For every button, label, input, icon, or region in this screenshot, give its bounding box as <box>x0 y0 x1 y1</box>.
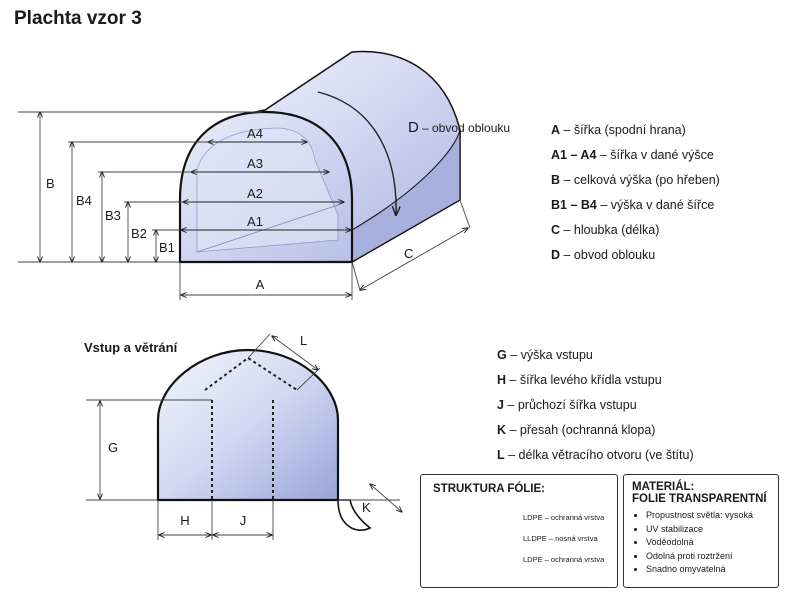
legend-row: J – průchozí šířka vstupu <box>497 393 694 418</box>
foil-structure-box: STRUKTURA FÓLIE: LDPE – ochranná vrstva … <box>420 474 618 588</box>
material-feature: UV stabilizace <box>646 523 778 537</box>
legend-key: J <box>497 398 504 412</box>
legend-text: – výška vstupu <box>506 348 593 362</box>
legend-key: B1 – B4 <box>551 198 597 212</box>
legend-key: B <box>551 173 561 187</box>
legend-text: – výška v dané šířce <box>596 198 715 212</box>
material-feature: Voděodolná <box>646 536 778 550</box>
label-k: K <box>362 500 371 515</box>
section-title-entrance: Vstup a větrání <box>84 340 178 355</box>
legend-row: G – výška vstupu <box>497 343 694 368</box>
material-title: MATERIÁL: <box>632 481 695 493</box>
legend-key: G <box>497 348 507 362</box>
material-features: Propustnost světla: vysoká UV stabilizac… <box>632 509 778 577</box>
label-b2: B2 <box>131 226 147 241</box>
material-feature: Odolná proti roztržení <box>646 550 778 564</box>
legend-row: C – hloubka (délka) <box>551 218 720 243</box>
material-feature: Propustnost světla: vysoká <box>646 509 778 523</box>
legend-text: – délka větracího otvoru (ve štítu) <box>504 448 694 462</box>
legend-row: B1 – B4 – výška v dané šířce <box>551 193 720 218</box>
material-subtitle: FOLIE TRANSPARENTNÍ <box>632 493 767 505</box>
material-feature: Snadno omyvatelná <box>646 563 778 577</box>
label-d: D <box>408 119 419 136</box>
label-a: A <box>256 277 265 292</box>
tunnel-inner-back <box>196 127 339 253</box>
legend-text: – celková výška (po hřeben) <box>560 173 720 187</box>
label-c: C <box>404 246 413 261</box>
legend-text: – šířka levého křídla vstupu <box>506 373 662 387</box>
legend-key: H <box>497 373 507 387</box>
label-a4: A4 <box>247 126 263 141</box>
legend-key: A <box>551 123 561 137</box>
legend-text: – průchozí šířka vstupu <box>503 398 637 412</box>
label-d-text: – obvod oblouku <box>422 121 510 135</box>
legend-key: D <box>551 248 561 262</box>
material-box: MATERIÁL: FOLIE TRANSPARENTNÍ Propustnos… <box>623 474 779 588</box>
label-a3: A3 <box>247 156 263 171</box>
vent-outline <box>204 356 298 391</box>
legend-row: A1 – A4 – šířka v dané výšce <box>551 143 720 168</box>
protective-flap <box>337 499 372 531</box>
arc-arrow-d <box>317 91 396 215</box>
label-b1: B1 <box>159 240 175 255</box>
label-b4: B4 <box>76 193 92 208</box>
legend-key: L <box>497 448 505 462</box>
width-lines <box>181 142 351 230</box>
legend-row: A – šířka (spodní hrana) <box>551 118 720 143</box>
legend-text: – hloubka (délka) <box>560 223 660 237</box>
layer-label-inner: LDPE – ochranná vrstva <box>523 555 605 564</box>
legend-key: C <box>551 223 561 237</box>
legend-key: A1 – A4 <box>551 148 597 162</box>
legend-top: A – šířka (spodní hrana) A1 – A4 – šířka… <box>551 118 720 268</box>
legend-text: – přesah (ochranná klopa) <box>506 423 656 437</box>
label-j: J <box>240 513 247 528</box>
label-a1: A1 <box>247 214 263 229</box>
legend-text: – šířka (spodní hrana) <box>560 123 686 137</box>
layer-label-core: LLDPE – nosná vrstva <box>523 534 598 543</box>
legend-row: D – obvod oblouku <box>551 243 720 268</box>
page-title: Plachta vzor 3 <box>14 8 142 29</box>
legend-text: – obvod oblouku <box>560 248 656 262</box>
legend-row: L – délka větracího otvoru (ve štítu) <box>497 443 694 468</box>
legend-text: – šířka v dané výšce <box>596 148 714 162</box>
legend-row: K – přesah (ochranná klopa) <box>497 418 694 443</box>
label-h: H <box>180 513 189 528</box>
legend-bottom: G – výška vstupu H – šířka levého křídla… <box>497 343 694 468</box>
label-l: L <box>300 333 307 348</box>
layer-label-outer: LDPE – ochranná vrstva <box>523 513 605 522</box>
label-b: B <box>46 176 55 191</box>
label-b3: B3 <box>105 208 121 223</box>
entrance-arch <box>156 348 372 531</box>
height-lines <box>18 112 210 262</box>
legend-row: H – šířka levého křídla vstupu <box>497 368 694 393</box>
legend-row: B – celková výška (po hřeben) <box>551 168 720 193</box>
foil-structure-title: STRUKTURA FÓLIE: <box>433 483 546 495</box>
label-a2: A2 <box>247 186 263 201</box>
label-g: G <box>108 440 118 455</box>
legend-key: K <box>497 423 507 437</box>
